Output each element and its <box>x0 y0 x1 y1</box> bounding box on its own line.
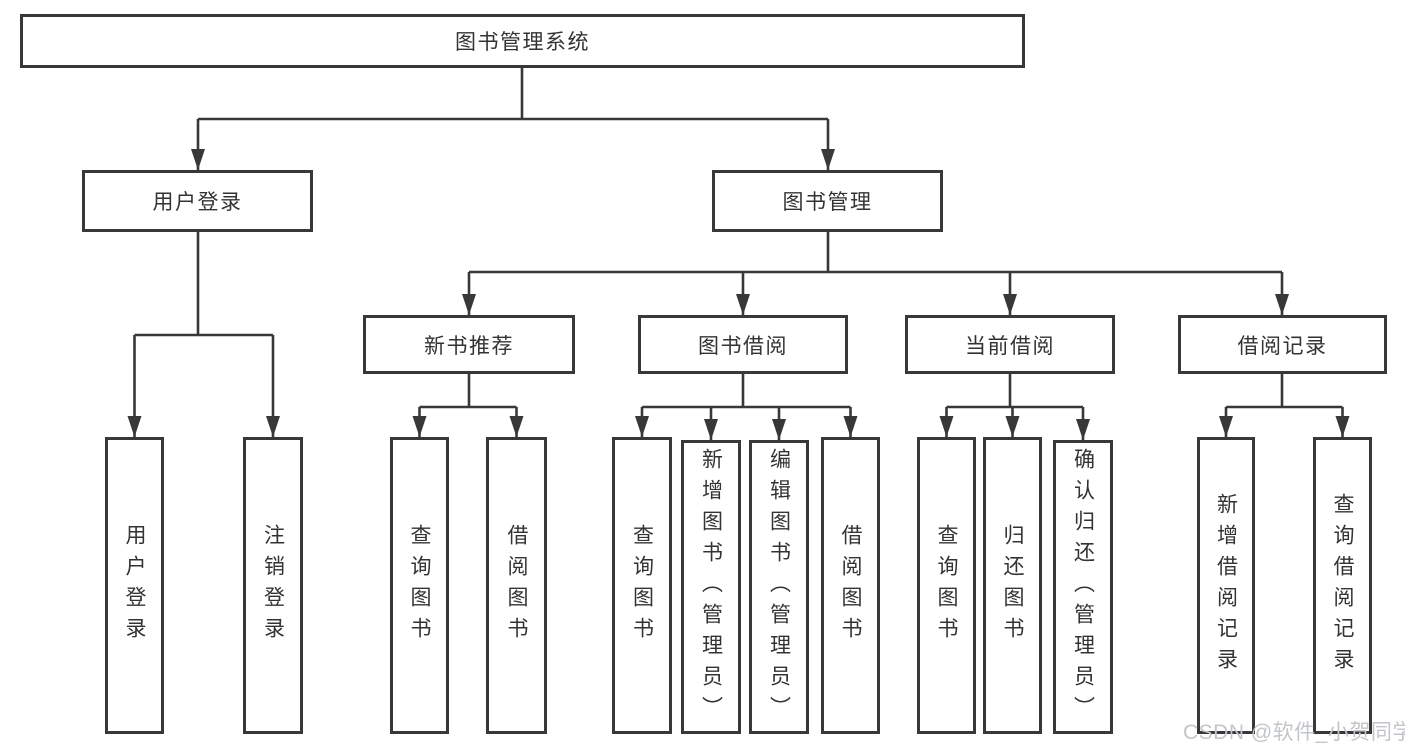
node-book-borrowing-label: 图书借阅 <box>698 334 788 358</box>
node-root-label: 图书管理系统 <box>455 31 590 54</box>
leaf-query-books-current: 查询图书 <box>917 437 976 734</box>
leaf-edit-books-admin: 编辑图书（管理员） <box>749 440 809 734</box>
leaf-label: 注销登录 <box>261 523 285 648</box>
leaf-label: 确认归还（管理员） <box>1071 447 1095 727</box>
leaf-label: 查询图书 <box>630 523 654 648</box>
leaf-label: 新增图书（管理员） <box>699 447 723 727</box>
leaf-logout: 注销登录 <box>243 437 303 734</box>
node-book-management-label: 图书管理 <box>782 191 873 214</box>
leaf-return-books: 归还图书 <box>983 437 1042 734</box>
csdn-watermark: CSDN @软件_小贺同学 <box>1183 721 1405 744</box>
node-new-book-recommend-label: 新书推荐 <box>424 334 514 358</box>
node-current-borrowing-label: 当前借阅 <box>965 334 1055 358</box>
leaf-add-borrow-record: 新增借阅记录 <box>1197 437 1255 734</box>
leaf-label: 查询图书 <box>408 523 431 648</box>
leaf-label: 查询借阅记录 <box>1331 492 1354 679</box>
leaf-query-books-borrowing: 查询图书 <box>612 437 672 734</box>
leaf-label: 用户登录 <box>123 523 146 648</box>
leaf-borrow-books-borrowing: 借阅图书 <box>821 437 880 734</box>
leaf-confirm-return-admin: 确认归还（管理员） <box>1053 440 1113 734</box>
node-new-book-recommend: 新书推荐 <box>363 315 575 374</box>
leaf-add-books-admin: 新增图书（管理员） <box>681 440 741 734</box>
node-borrowing-records-label: 借阅记录 <box>1237 334 1328 358</box>
node-book-borrowing: 图书借阅 <box>638 315 848 374</box>
leaf-user-login: 用户登录 <box>105 437 164 734</box>
leaf-label: 借阅图书 <box>839 523 862 648</box>
leaf-query-books-recommend: 查询图书 <box>390 437 449 734</box>
node-user-login: 用户登录 <box>82 170 313 232</box>
node-user-login-label: 用户登录 <box>152 191 243 214</box>
node-current-borrowing: 当前借阅 <box>905 315 1115 374</box>
leaf-label: 编辑图书（管理员） <box>767 447 791 727</box>
leaf-borrow-books-recommend: 借阅图书 <box>486 437 547 734</box>
node-book-management: 图书管理 <box>712 170 943 232</box>
leaf-label: 查询图书 <box>935 523 958 648</box>
node-borrowing-records: 借阅记录 <box>1178 315 1387 374</box>
node-root: 图书管理系统 <box>20 14 1025 68</box>
leaf-label: 归还图书 <box>1001 523 1024 648</box>
leaf-query-borrow-record: 查询借阅记录 <box>1313 437 1372 734</box>
leaf-label: 借阅图书 <box>505 523 528 648</box>
leaf-label: 新增借阅记录 <box>1214 492 1238 679</box>
